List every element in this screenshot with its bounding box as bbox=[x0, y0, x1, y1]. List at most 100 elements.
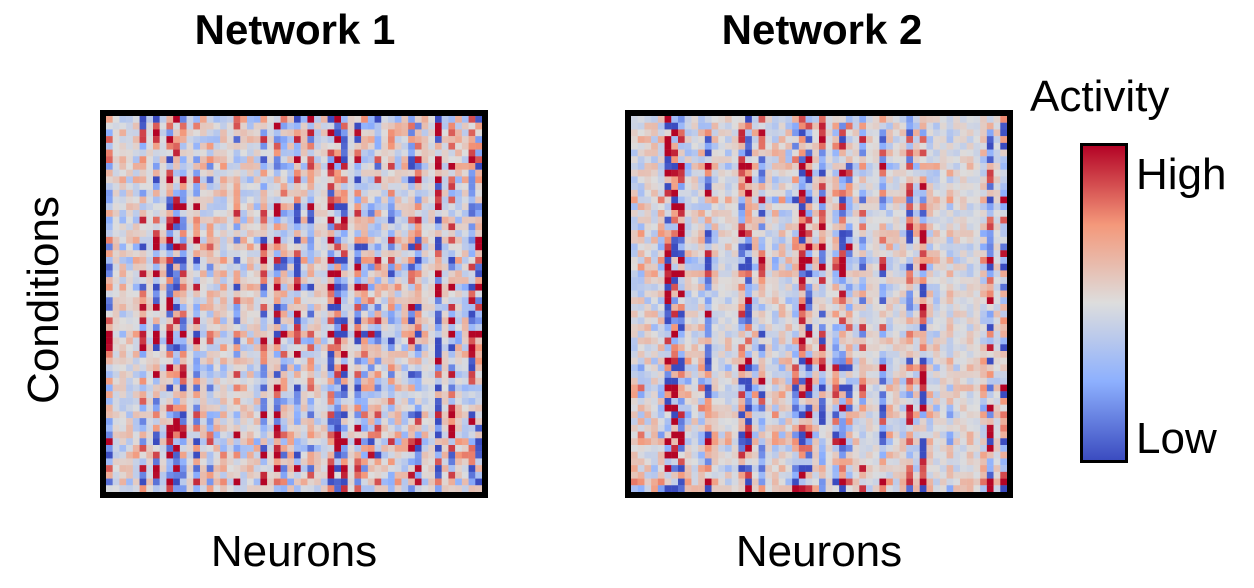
heatmap-cell bbox=[408, 270, 415, 278]
heatmap-cell bbox=[651, 243, 658, 251]
heatmap-cell bbox=[691, 156, 699, 164]
heatmap-cell bbox=[772, 324, 779, 331]
heatmap-cell bbox=[334, 223, 342, 231]
heatmap-cell bbox=[253, 357, 261, 365]
heatmap-cell bbox=[644, 163, 652, 170]
heatmap-cell bbox=[226, 478, 234, 486]
heatmap-cell bbox=[294, 243, 301, 251]
heatmap-cell bbox=[651, 236, 658, 244]
heatmap-cell bbox=[859, 163, 867, 170]
heatmap-cell bbox=[341, 149, 348, 157]
heatmap-cell bbox=[953, 250, 961, 258]
heatmap-cell bbox=[327, 310, 335, 318]
heatmap-cell bbox=[300, 189, 308, 197]
heatmap-cell bbox=[731, 230, 739, 237]
heatmap-cell bbox=[367, 384, 375, 392]
heatmap-cell bbox=[260, 445, 268, 452]
heatmap-cell bbox=[926, 324, 934, 331]
heatmap-cell bbox=[240, 445, 248, 452]
heatmap-cell bbox=[448, 142, 456, 150]
heatmap-cell bbox=[146, 283, 154, 291]
heatmap-cell bbox=[960, 263, 967, 271]
heatmap-cell bbox=[347, 236, 355, 244]
heatmap-cell bbox=[327, 122, 335, 130]
heatmap-cell bbox=[414, 431, 422, 439]
heatmap-cell bbox=[334, 129, 342, 137]
heatmap-cell bbox=[173, 176, 180, 184]
heatmap-cell bbox=[126, 438, 133, 446]
heatmap-cell bbox=[260, 478, 268, 486]
heatmap-cell bbox=[226, 149, 234, 157]
heatmap-cell bbox=[980, 163, 987, 170]
heatmap-cell bbox=[408, 351, 415, 358]
heatmap-cell bbox=[213, 136, 221, 143]
heatmap-cell bbox=[792, 129, 799, 137]
heatmap-cell bbox=[772, 142, 779, 150]
heatmap-cell bbox=[953, 142, 961, 150]
heatmap-cell bbox=[206, 310, 214, 318]
heatmap-cell bbox=[691, 163, 699, 170]
heatmap-cell bbox=[247, 377, 254, 385]
heatmap-cell bbox=[825, 169, 833, 177]
heatmap-cell bbox=[112, 465, 120, 472]
heatmap-cell bbox=[354, 317, 362, 325]
heatmap-cell bbox=[421, 445, 429, 452]
heatmap-cell bbox=[361, 176, 368, 184]
heatmap-cell bbox=[684, 310, 692, 318]
heatmap-cell bbox=[939, 290, 947, 298]
heatmap-cell bbox=[233, 344, 241, 352]
heatmap-cell bbox=[226, 129, 234, 137]
heatmap-cell bbox=[704, 250, 712, 258]
heatmap-cell bbox=[381, 203, 389, 211]
heatmap-cell bbox=[461, 142, 469, 150]
heatmap-cell bbox=[307, 485, 315, 492]
heatmap-cell bbox=[300, 411, 308, 419]
heatmap-cell bbox=[859, 142, 867, 150]
heatmap-cell bbox=[361, 290, 368, 298]
heatmap-cell bbox=[711, 169, 719, 177]
heatmap-cell bbox=[300, 257, 308, 264]
heatmap-cell bbox=[126, 384, 133, 392]
heatmap-cell bbox=[273, 458, 281, 466]
heatmap-cell bbox=[704, 304, 712, 311]
heatmap-cell bbox=[200, 297, 207, 305]
heatmap-cell bbox=[354, 216, 362, 224]
heatmap-cell bbox=[132, 424, 140, 432]
heatmap-cell bbox=[253, 451, 261, 459]
heatmap-cell bbox=[213, 465, 221, 472]
heatmap-cell bbox=[778, 116, 786, 123]
heatmap-cell bbox=[414, 122, 422, 130]
heatmap-cell bbox=[684, 236, 692, 244]
heatmap-cell bbox=[314, 223, 321, 231]
heatmap-cell bbox=[664, 277, 672, 284]
heatmap-cell bbox=[126, 196, 133, 204]
heatmap-cell bbox=[327, 297, 335, 305]
heatmap-cell bbox=[886, 216, 893, 224]
heatmap-cell bbox=[247, 129, 254, 137]
heatmap-cell bbox=[287, 297, 295, 305]
heatmap-cell bbox=[455, 357, 462, 365]
heatmap-cell bbox=[698, 149, 705, 157]
heatmap-cell bbox=[193, 223, 201, 231]
heatmap-cell bbox=[946, 176, 954, 184]
heatmap-cell bbox=[260, 304, 268, 311]
heatmap-cell bbox=[973, 216, 981, 224]
heatmap-cell bbox=[126, 310, 133, 318]
heatmap-cell bbox=[193, 136, 201, 143]
heatmap-cell bbox=[233, 136, 241, 143]
heatmap-cell bbox=[153, 169, 160, 177]
heatmap-cell bbox=[475, 445, 482, 452]
heatmap-cell bbox=[126, 169, 133, 177]
heatmap-cell bbox=[913, 263, 920, 271]
heatmap-cell bbox=[300, 485, 308, 492]
heatmap-cell bbox=[872, 203, 880, 211]
heatmap-cell bbox=[892, 230, 900, 237]
heatmap-cell bbox=[200, 129, 207, 137]
heatmap-cell bbox=[631, 290, 638, 298]
heatmap-cell bbox=[267, 156, 274, 164]
heatmap-cell bbox=[805, 290, 813, 298]
heatmap-cell bbox=[966, 169, 974, 177]
heatmap-cell bbox=[475, 330, 482, 338]
heatmap-cell bbox=[684, 243, 692, 251]
heatmap-cell bbox=[213, 364, 221, 372]
